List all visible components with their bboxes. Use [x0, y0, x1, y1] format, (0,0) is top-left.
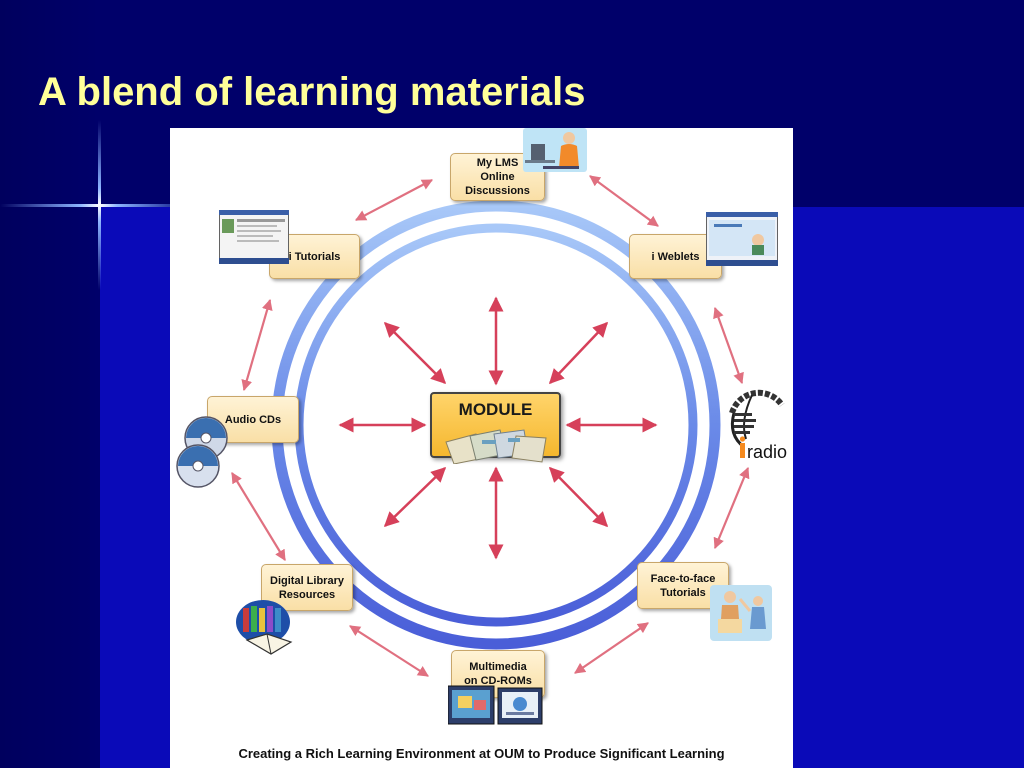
module-books-icon — [445, 429, 547, 464]
teacher-icon — [710, 585, 772, 641]
spoke-up-left — [383, 321, 447, 385]
spoke-down-right — [548, 466, 609, 528]
book-icon — [236, 600, 293, 655]
inner-ring — [294, 223, 698, 627]
screenshot-thumbnail-icon — [219, 210, 289, 264]
radio-label: radio — [747, 442, 787, 462]
cd-rom-screens-icon — [448, 685, 543, 725]
node-i-tutorials: i Tutorials — [269, 234, 360, 279]
connector-audio-library — [231, 472, 286, 561]
diagram-caption: Creating a Rich Learning Environment at … — [238, 746, 725, 761]
spoke-arrows — [338, 296, 658, 560]
internet-radio-icon: radio — [729, 389, 787, 462]
person-at-computer-icon — [523, 128, 587, 172]
sparkle-horizontal — [0, 204, 178, 207]
connector-face-multimedia — [574, 622, 649, 674]
slide-title: A blend of learning materials — [38, 70, 586, 114]
ring-connectors — [231, 175, 750, 677]
connector-library-multimedia — [349, 625, 429, 677]
spoke-down-left — [383, 466, 447, 528]
connector-tutorials-audio — [241, 298, 273, 392]
screenshot-thumbnail-icon — [706, 212, 778, 266]
connector-lms-tutorials — [355, 179, 433, 221]
module-box: MODULE — [430, 392, 561, 464]
left-band — [0, 0, 100, 768]
module-label: MODULE — [458, 400, 533, 419]
connector-lms-weblets — [589, 175, 659, 227]
connector-weblets-radio — [713, 306, 744, 385]
connector-radio-face — [713, 466, 750, 550]
sparkle-vertical — [98, 120, 101, 290]
spoke-up-right — [548, 321, 609, 385]
diagram-panel: My LMS Online Discussions i Tutorials i … — [170, 128, 793, 768]
cd-disc-icon — [176, 416, 228, 488]
